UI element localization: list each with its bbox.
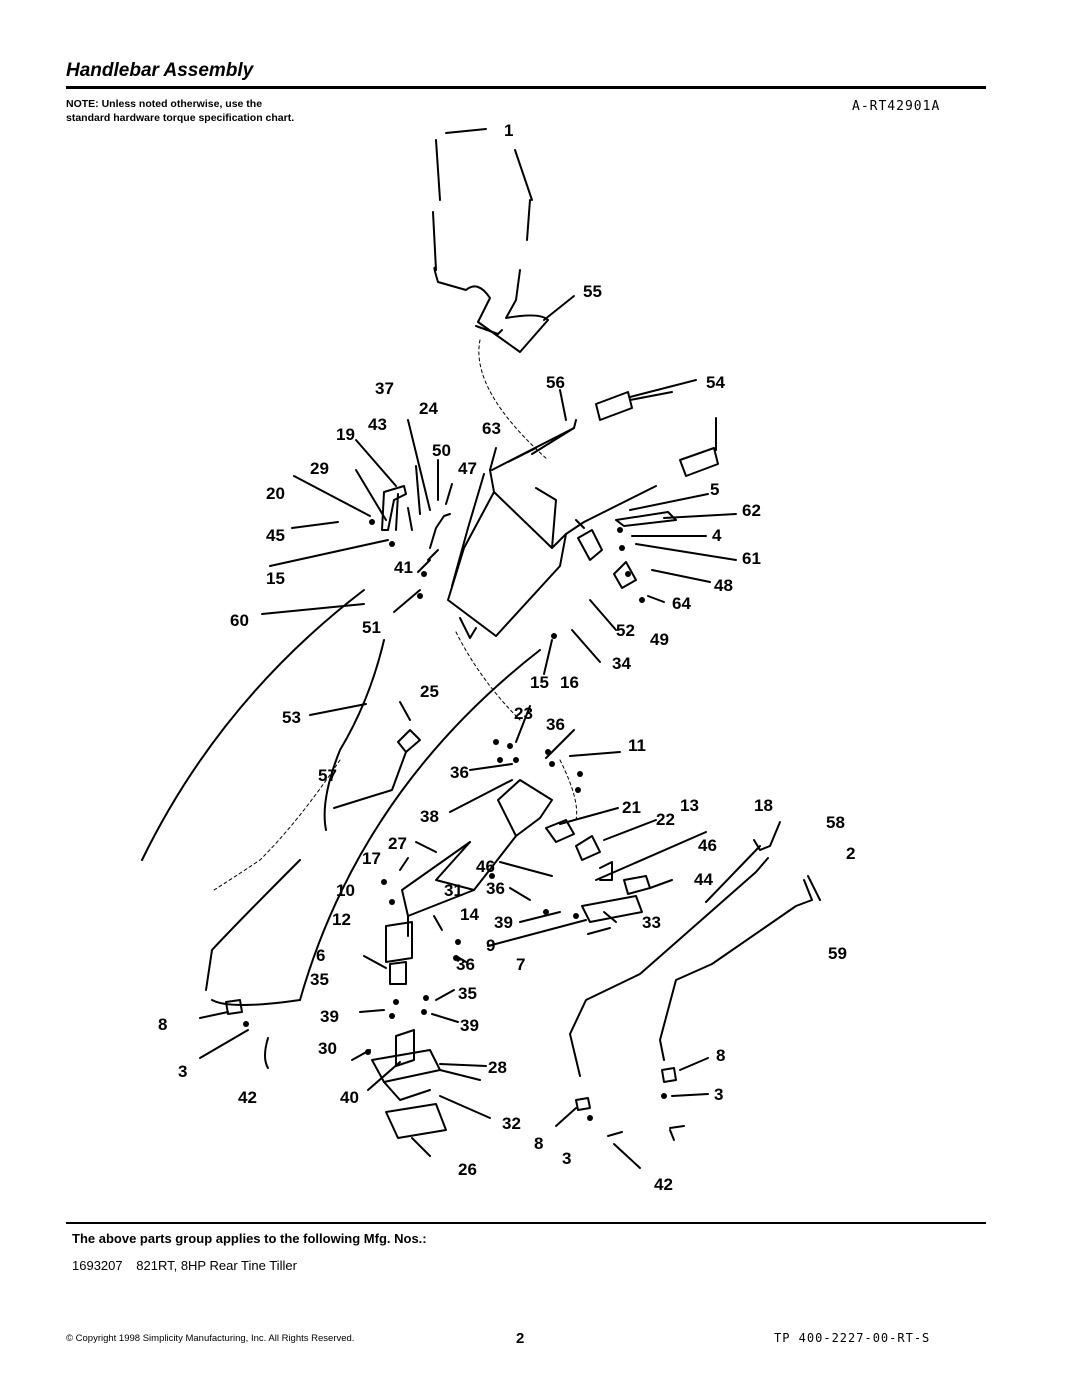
callout-26: 26: [458, 1160, 477, 1179]
callout-4: 4: [712, 526, 722, 545]
mfg-row: 1693207 821RT, 8HP Rear Tine Tiller: [72, 1258, 307, 1273]
copyright: © Copyright 1998 Simplicity Manufacturin…: [66, 1333, 355, 1344]
callout-35: 35: [458, 984, 477, 1003]
callout-32: 32: [502, 1114, 521, 1133]
callout-56: 56: [546, 373, 565, 392]
callout-17: 17: [362, 849, 381, 868]
diagram-hardware-dots: [243, 519, 667, 1121]
callout-36: 36: [546, 715, 565, 734]
callout-5: 5: [710, 480, 719, 499]
callout-58: 58: [826, 813, 845, 832]
drawing-id: A-RT42901A: [852, 99, 941, 114]
callout-15: 15: [530, 673, 549, 692]
callout-52: 52: [616, 621, 635, 640]
callout-45: 45: [266, 526, 285, 545]
callout-64: 64: [672, 594, 691, 613]
callout-57: 57: [318, 766, 337, 785]
callout-13: 13: [680, 796, 699, 815]
callout-50: 50: [432, 441, 451, 460]
callout-29: 29: [310, 459, 329, 478]
callout-25: 25: [420, 682, 439, 701]
callout-37: 37: [375, 379, 394, 398]
callout-54: 54: [706, 373, 725, 392]
callout-48: 48: [714, 576, 733, 595]
callout-8: 8: [158, 1015, 167, 1034]
callout-30: 30: [318, 1039, 337, 1058]
callout-36: 36: [486, 879, 505, 898]
callout-60: 60: [230, 611, 249, 630]
callout-36: 36: [456, 955, 475, 974]
callout-3: 3: [562, 1149, 571, 1168]
torque-note: NOTE: Unless noted otherwise, use the st…: [66, 98, 295, 124]
callout-38: 38: [420, 807, 439, 826]
callout-55: 55: [583, 282, 602, 301]
callout-27: 27: [388, 834, 407, 853]
mfg-number: 1693207: [72, 1258, 123, 1273]
callout-8: 8: [534, 1134, 543, 1153]
callout-43: 43: [368, 415, 387, 434]
callout-12: 12: [332, 910, 351, 929]
callout-42: 42: [238, 1088, 257, 1107]
applies-heading: The above parts group applies to the fol…: [72, 1231, 427, 1246]
callout-47: 47: [458, 459, 477, 478]
callout-16: 16: [560, 673, 579, 692]
callout-14: 14: [460, 905, 479, 924]
callout-18: 18: [754, 796, 773, 815]
callout-15: 15: [266, 569, 285, 588]
callout-20: 20: [266, 484, 285, 503]
callout-6: 6: [316, 946, 325, 965]
callout-62: 62: [742, 501, 761, 520]
callout-41: 41: [394, 558, 413, 577]
callout-39: 39: [460, 1016, 479, 1035]
callout-59: 59: [828, 944, 847, 963]
callout-19: 19: [336, 425, 355, 444]
callout-3: 3: [714, 1085, 723, 1104]
callout-10: 10: [336, 881, 355, 900]
page-title: Handlebar Assembly: [66, 60, 254, 81]
callout-21: 21: [622, 798, 641, 817]
callout-46: 46: [476, 857, 495, 876]
callout-31: 31: [444, 881, 463, 900]
callout-39: 39: [494, 913, 513, 932]
page-number: 2: [516, 1330, 525, 1347]
callout-49: 49: [650, 630, 669, 649]
callout-3: 3: [178, 1062, 187, 1081]
callout-35: 35: [310, 970, 329, 989]
callout-2: 2: [846, 844, 855, 863]
callout-7: 7: [516, 955, 525, 974]
diagram-linework: [141, 128, 821, 1169]
callout-11: 11: [628, 736, 646, 755]
callout-53: 53: [282, 708, 301, 727]
callout-28: 28: [488, 1058, 507, 1077]
callout-36: 36: [450, 763, 469, 782]
callout-34: 34: [612, 654, 631, 673]
callout-39: 39: [320, 1007, 339, 1026]
callout-1: 1: [504, 121, 513, 140]
callout-24: 24: [419, 399, 438, 418]
header-rule: [66, 86, 986, 89]
callout-22: 22: [656, 810, 675, 829]
callout-63: 63: [482, 419, 501, 438]
callout-23: 23: [514, 704, 533, 723]
mfg-description: 821RT, 8HP Rear Tine Tiller: [136, 1258, 297, 1273]
callout-61: 61: [742, 549, 761, 568]
callout-8: 8: [716, 1046, 725, 1065]
callout-33: 33: [642, 913, 661, 932]
callout-44: 44: [694, 870, 713, 889]
callout-9: 9: [486, 936, 495, 955]
callout-51: 51: [362, 618, 381, 637]
callout-46: 46: [698, 836, 717, 855]
doc-number: TP 400-2227-00-RT-S: [774, 1331, 931, 1345]
footer-rule: [66, 1222, 986, 1224]
callout-42: 42: [654, 1175, 673, 1194]
callout-40: 40: [340, 1088, 359, 1107]
